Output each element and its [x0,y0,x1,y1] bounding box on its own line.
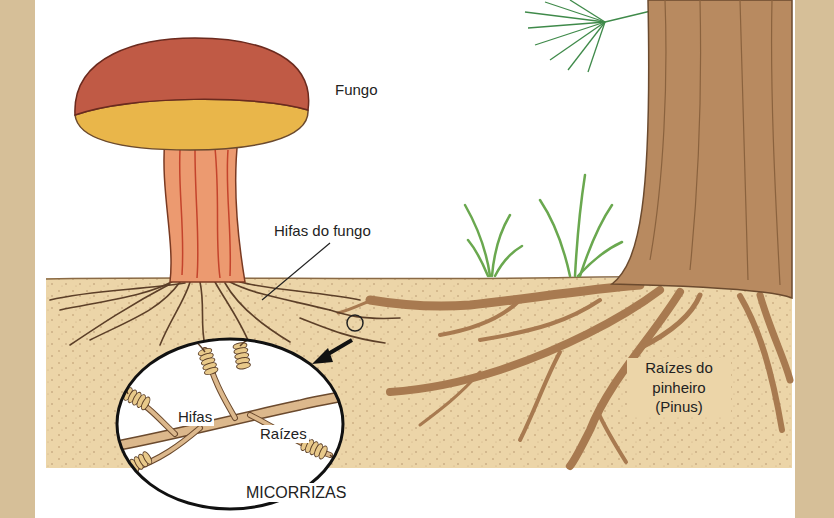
mushroom [180,150,183,275]
fungus-hyphae [240,282,360,300]
tree-trunk [612,0,792,298]
pine-needles [525,12,605,22]
pine-needles [528,22,605,28]
pine-roots [740,296,782,430]
fungus-hyphae [215,282,250,345]
part-label: Fungo [333,80,380,100]
inset-detail [112,468,130,495]
magnified-spot [347,315,363,331]
inset-detail [197,347,218,376]
pine-roots [520,352,560,440]
pine-roots [480,300,600,340]
fungus-hyphae [50,280,400,345]
tree-trunk [772,0,780,285]
fungus-hyphae [50,283,185,300]
leader-line [262,243,330,300]
inset-title: MICORRIZAS [244,483,348,502]
grass [580,205,612,276]
mushroom [215,148,220,278]
inset-detail [110,336,350,509]
grass [465,205,490,276]
grass [540,200,570,276]
mushroom [180,148,231,278]
magnified-spot [347,315,363,331]
tree-trunk [740,0,748,280]
inset-label: Hifas [176,408,214,426]
fungus-hyphae [225,283,290,342]
pine-needles [535,22,605,45]
pine-roots [420,372,480,425]
fungus-hyphae [300,318,385,343]
pine-roots [640,295,700,348]
fungus-hyphae [70,284,170,345]
pine-roots [338,285,790,466]
mushroom [164,138,245,282]
part-label: Raízes do pinheiro (Pinus) [627,358,731,417]
mushroom [75,38,309,115]
leader-line [262,243,330,300]
pine-needles [570,0,605,22]
fungus-hyphae [160,282,190,345]
inset-detail [110,336,350,495]
pine-needles [588,22,605,72]
page-ground [35,0,795,518]
pine-needles [545,2,605,22]
inset-label: Raízes [258,425,309,443]
pine-roots [760,295,790,380]
pine-needles [525,0,655,72]
pine-needles [550,22,605,60]
grass [575,175,585,276]
tree-trunk [690,0,701,270]
part-label: Hifas do fungo [272,221,373,241]
mushroom [227,150,230,276]
pine-roots [370,285,640,306]
mushroom [75,38,309,282]
grass [578,242,622,276]
fungus-hyphae [230,282,330,310]
zoom-arrow [312,348,333,364]
fungus-hyphae [330,310,400,318]
fungus-hyphae [200,282,205,345]
mycorrhiza-inset: HifasRaízesMICORRIZAS [114,337,346,511]
zoom-arrow [312,340,352,364]
tree-trunk [612,0,792,298]
pine-needles [568,22,605,70]
inset-detail [112,336,344,495]
pine-roots [338,300,372,313]
grass [465,175,622,276]
pine-roots [440,300,520,335]
inset-detail [233,342,251,370]
pine-roots [598,412,626,462]
grass [468,240,488,276]
mushroom [195,150,198,278]
grass [495,246,522,276]
tree-trunk [650,0,666,260]
